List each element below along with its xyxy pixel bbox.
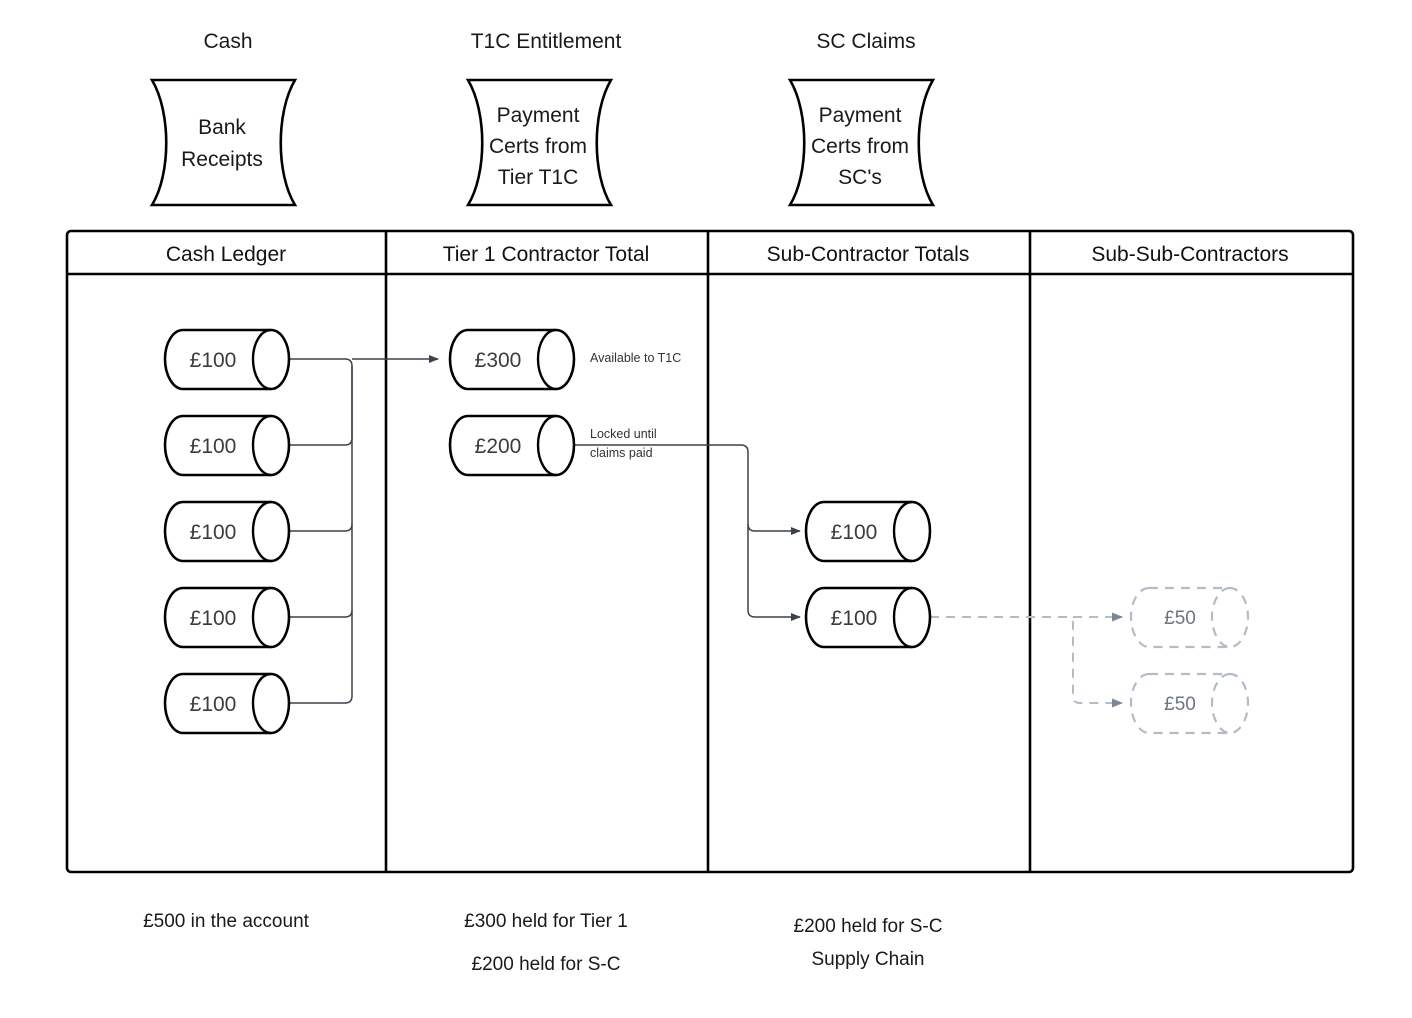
cash-ledger-node-4-label: £100 xyxy=(190,607,237,630)
subcontractor-node-1[interactable]: £100 xyxy=(804,500,932,563)
cash-ledger-node-2[interactable]: £100 xyxy=(163,414,291,477)
tier1-node-200-note-backdrop xyxy=(588,424,680,442)
cash-ledger-node-1-label: £100 xyxy=(190,349,237,372)
cash-ledger-node-2-label: £100 xyxy=(190,435,237,458)
source-shape-t1c: Payment Certs from Tier T1C xyxy=(465,78,614,207)
footer-cash-ledger-line1: £500 in the account xyxy=(143,911,310,932)
cash-ledger-node-5[interactable]: £100 xyxy=(163,672,291,735)
cash-ledger-node-4[interactable]: £100 xyxy=(163,586,291,649)
source-shape-sc: Payment Certs from SC's xyxy=(787,78,936,207)
column-header-cash-ledger: Cash Ledger xyxy=(166,243,286,266)
column-header-sub-sub-contractors: Sub-Sub-Contractors xyxy=(1091,243,1288,266)
subsub-node-1-label: £50 xyxy=(1164,608,1196,629)
source-text-cash-line1: Bank xyxy=(198,116,246,139)
tier1-node-200-note-line1: Locked until xyxy=(590,427,657,441)
subcontractor-node-2[interactable]: £100 xyxy=(804,586,932,649)
source-text-t1c-line2: Certs from xyxy=(489,135,587,158)
tier1-node-300-label: £300 xyxy=(475,349,522,372)
source-caption-t1c: T1C Entitlement xyxy=(471,30,622,53)
connector-locked-to-subcontractors xyxy=(574,444,801,621)
connector-cash-bus xyxy=(289,355,439,704)
footer-tier1-line1: £300 held for Tier 1 xyxy=(464,911,628,932)
source-text-t1c-line3: Tier T1C xyxy=(498,166,579,189)
subsub-node-2[interactable]: £50 xyxy=(1129,672,1250,735)
subcontractor-node-2-label: £100 xyxy=(831,607,878,630)
cash-ledger-node-3[interactable]: £100 xyxy=(163,500,291,563)
column-header-sub-contractor-totals: Sub-Contractor Totals xyxy=(767,243,970,266)
tier1-node-200-label: £200 xyxy=(475,435,522,458)
tier1-node-200[interactable]: £200 xyxy=(448,414,576,477)
cash-ledger-node-5-label: £100 xyxy=(190,693,237,716)
source-text-cash-line2: Receipts xyxy=(181,148,263,171)
subcontractor-node-1-label: £100 xyxy=(831,521,878,544)
cash-ledger-node-1[interactable]: £100 xyxy=(163,328,291,391)
diagram-frame xyxy=(65,229,1355,874)
tier1-node-300-note: Available to T1C xyxy=(590,351,681,365)
source-caption-sc: SC Claims xyxy=(816,30,915,53)
source-text-t1c-line1: Payment xyxy=(497,104,580,127)
source-caption-cash: Cash xyxy=(203,30,252,53)
column-header-tier1-total: Tier 1 Contractor Total xyxy=(443,243,650,266)
footer-tier1-line2: £200 held for S-C xyxy=(472,954,621,975)
footer-subcontractor-line2: Supply Chain xyxy=(811,949,924,970)
footer-subcontractor-line1: £200 held for S-C xyxy=(794,916,943,937)
source-text-sc-line1: Payment xyxy=(819,104,902,127)
connector-subcontractor-to-subsub xyxy=(930,612,1123,708)
source-text-sc-line2: Certs from xyxy=(811,135,909,158)
tier1-node-200-note-line2: claims paid xyxy=(590,446,653,460)
source-shape-cash: Bank Receipts xyxy=(149,78,298,207)
subsub-node-1[interactable]: £50 xyxy=(1129,586,1250,649)
source-text-sc-line3: SC's xyxy=(838,166,882,189)
cash-ledger-node-3-label: £100 xyxy=(190,521,237,544)
subsub-node-2-label: £50 xyxy=(1164,694,1196,715)
tier1-node-300[interactable]: £300 xyxy=(448,328,576,391)
